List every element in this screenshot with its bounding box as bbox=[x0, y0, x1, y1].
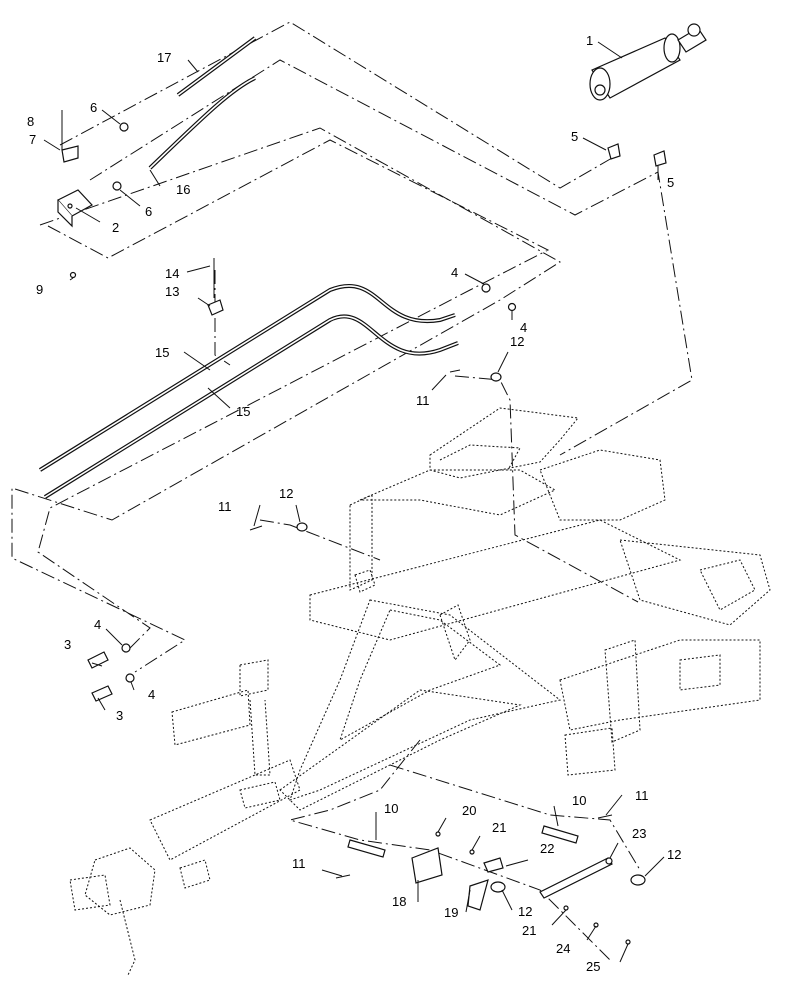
callouts: 1 2 3 3 4 4 4 4 5 5 6 6 7 8 9 10 10 11 1… bbox=[27, 33, 681, 974]
callout-4: 4 bbox=[94, 617, 101, 632]
callout-6: 6 bbox=[90, 100, 97, 115]
callout-25: 25 bbox=[586, 959, 600, 974]
callout-7: 7 bbox=[29, 132, 36, 147]
callout-20: 20 bbox=[462, 803, 476, 818]
callout-8: 8 bbox=[27, 114, 34, 129]
callout-11: 11 bbox=[635, 788, 649, 803]
callout-4: 4 bbox=[148, 687, 155, 702]
callout-15: 15 bbox=[236, 404, 250, 419]
hoses bbox=[38, 36, 459, 499]
callout-18: 18 bbox=[392, 894, 406, 909]
callout-6: 6 bbox=[145, 204, 152, 219]
fittings bbox=[57, 110, 667, 945]
callout-5: 5 bbox=[571, 129, 578, 144]
callout-12: 12 bbox=[279, 486, 293, 501]
callout-24: 24 bbox=[556, 941, 570, 956]
callout-5: 5 bbox=[667, 175, 674, 190]
callout-15: 15 bbox=[155, 345, 169, 360]
callout-4: 4 bbox=[451, 265, 458, 280]
callout-13: 13 bbox=[165, 284, 179, 299]
callout-3: 3 bbox=[116, 708, 123, 723]
callout-9: 9 bbox=[36, 282, 43, 297]
callout-2: 2 bbox=[112, 220, 119, 235]
callout-11: 11 bbox=[292, 856, 306, 871]
callout-11: 11 bbox=[218, 499, 232, 514]
callout-10: 10 bbox=[384, 801, 398, 816]
callout-12: 12 bbox=[510, 334, 524, 349]
callout-16: 16 bbox=[176, 182, 190, 197]
callout-1: 1 bbox=[586, 33, 593, 48]
callout-12: 12 bbox=[667, 847, 681, 862]
hydraulic-cylinder bbox=[589, 23, 707, 101]
callout-22: 22 bbox=[540, 841, 554, 856]
callout-21: 21 bbox=[492, 820, 506, 835]
routing-lines bbox=[11, 21, 693, 961]
callout-21: 21 bbox=[522, 923, 536, 938]
callout-14: 14 bbox=[165, 266, 179, 281]
callout-17: 17 bbox=[157, 50, 171, 65]
callout-3: 3 bbox=[64, 637, 71, 652]
callout-10: 10 bbox=[572, 793, 586, 808]
callout-19: 19 bbox=[444, 905, 458, 920]
frame-assembly bbox=[69, 407, 771, 976]
callout-11: 11 bbox=[416, 393, 430, 408]
leader-lines bbox=[43, 41, 665, 963]
callout-23: 23 bbox=[632, 826, 646, 841]
callout-12: 12 bbox=[518, 904, 532, 919]
callout-4: 4 bbox=[520, 320, 527, 335]
